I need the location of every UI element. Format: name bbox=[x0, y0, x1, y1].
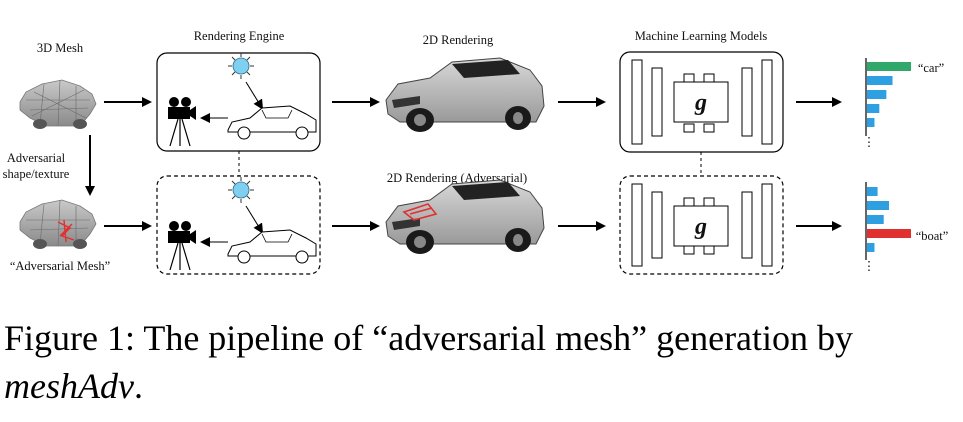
label-rendering-engine: Rendering Engine bbox=[194, 29, 285, 43]
top-bar-4 bbox=[867, 104, 880, 113]
top-bar-5 bbox=[867, 118, 875, 127]
pipeline-diagram: 3D Mesh Rendering Engine 2D Rendering Ma… bbox=[3, 29, 949, 275]
top-bar-1 bbox=[867, 62, 911, 71]
label-3d-mesh: 3D Mesh bbox=[37, 41, 84, 55]
label-ml-models: Machine Learning Models bbox=[635, 29, 768, 43]
model-symbol-top: g bbox=[694, 90, 707, 116]
camera-icon bbox=[168, 97, 196, 147]
class-label-boat: “boat” bbox=[916, 229, 949, 243]
sun-icon-adversarial bbox=[228, 177, 254, 203]
rendered-car-image bbox=[385, 57, 545, 132]
label-2d-rendering: 2D Rendering bbox=[423, 33, 494, 47]
bottom-bar-1 bbox=[867, 187, 878, 196]
light-arrow bbox=[245, 81, 264, 110]
figure-caption: Figure 1: The pipeline of “adversarial m… bbox=[4, 314, 959, 410]
sun-icon bbox=[228, 53, 254, 79]
top-bar-3 bbox=[867, 90, 887, 99]
bottom-bar-5 bbox=[867, 243, 875, 252]
adversarial-mesh-icon bbox=[19, 199, 97, 249]
bar-chart-bottom bbox=[867, 187, 911, 252]
camera-icon-adversarial bbox=[168, 221, 196, 271]
caption-italic: meshAdv bbox=[4, 366, 134, 406]
top-bar-2 bbox=[867, 76, 893, 85]
outline-car-icon bbox=[227, 105, 317, 140]
light-arrow-adversarial bbox=[245, 205, 264, 234]
model-symbol-bottom: g bbox=[694, 214, 707, 240]
label-adversarial: Adversarial bbox=[7, 151, 66, 165]
bar-chart-top bbox=[867, 62, 911, 127]
mesh-car-icon bbox=[19, 79, 97, 129]
caption-text: Figure 1: The pipeline of “adversarial m… bbox=[4, 318, 854, 358]
ellipsis-top: ⋮ bbox=[863, 135, 876, 149]
outline-car-icon-adversarial bbox=[227, 229, 317, 264]
class-label-car: “car” bbox=[918, 61, 944, 75]
caption-suffix: . bbox=[133, 366, 143, 406]
network-layers-adversarial bbox=[631, 183, 773, 267]
bottom-bar-3 bbox=[867, 215, 884, 224]
label-shape-texture: shape/texture bbox=[3, 167, 70, 181]
bottom-bar-2 bbox=[867, 201, 889, 210]
bottom-bar-4 bbox=[867, 229, 911, 238]
rendered-car-image-adversarial bbox=[385, 179, 545, 254]
ellipsis-bottom: ⋮ bbox=[863, 259, 876, 273]
network-layers bbox=[631, 59, 773, 145]
label-adversarial-mesh: “Adversarial Mesh” bbox=[10, 259, 110, 273]
